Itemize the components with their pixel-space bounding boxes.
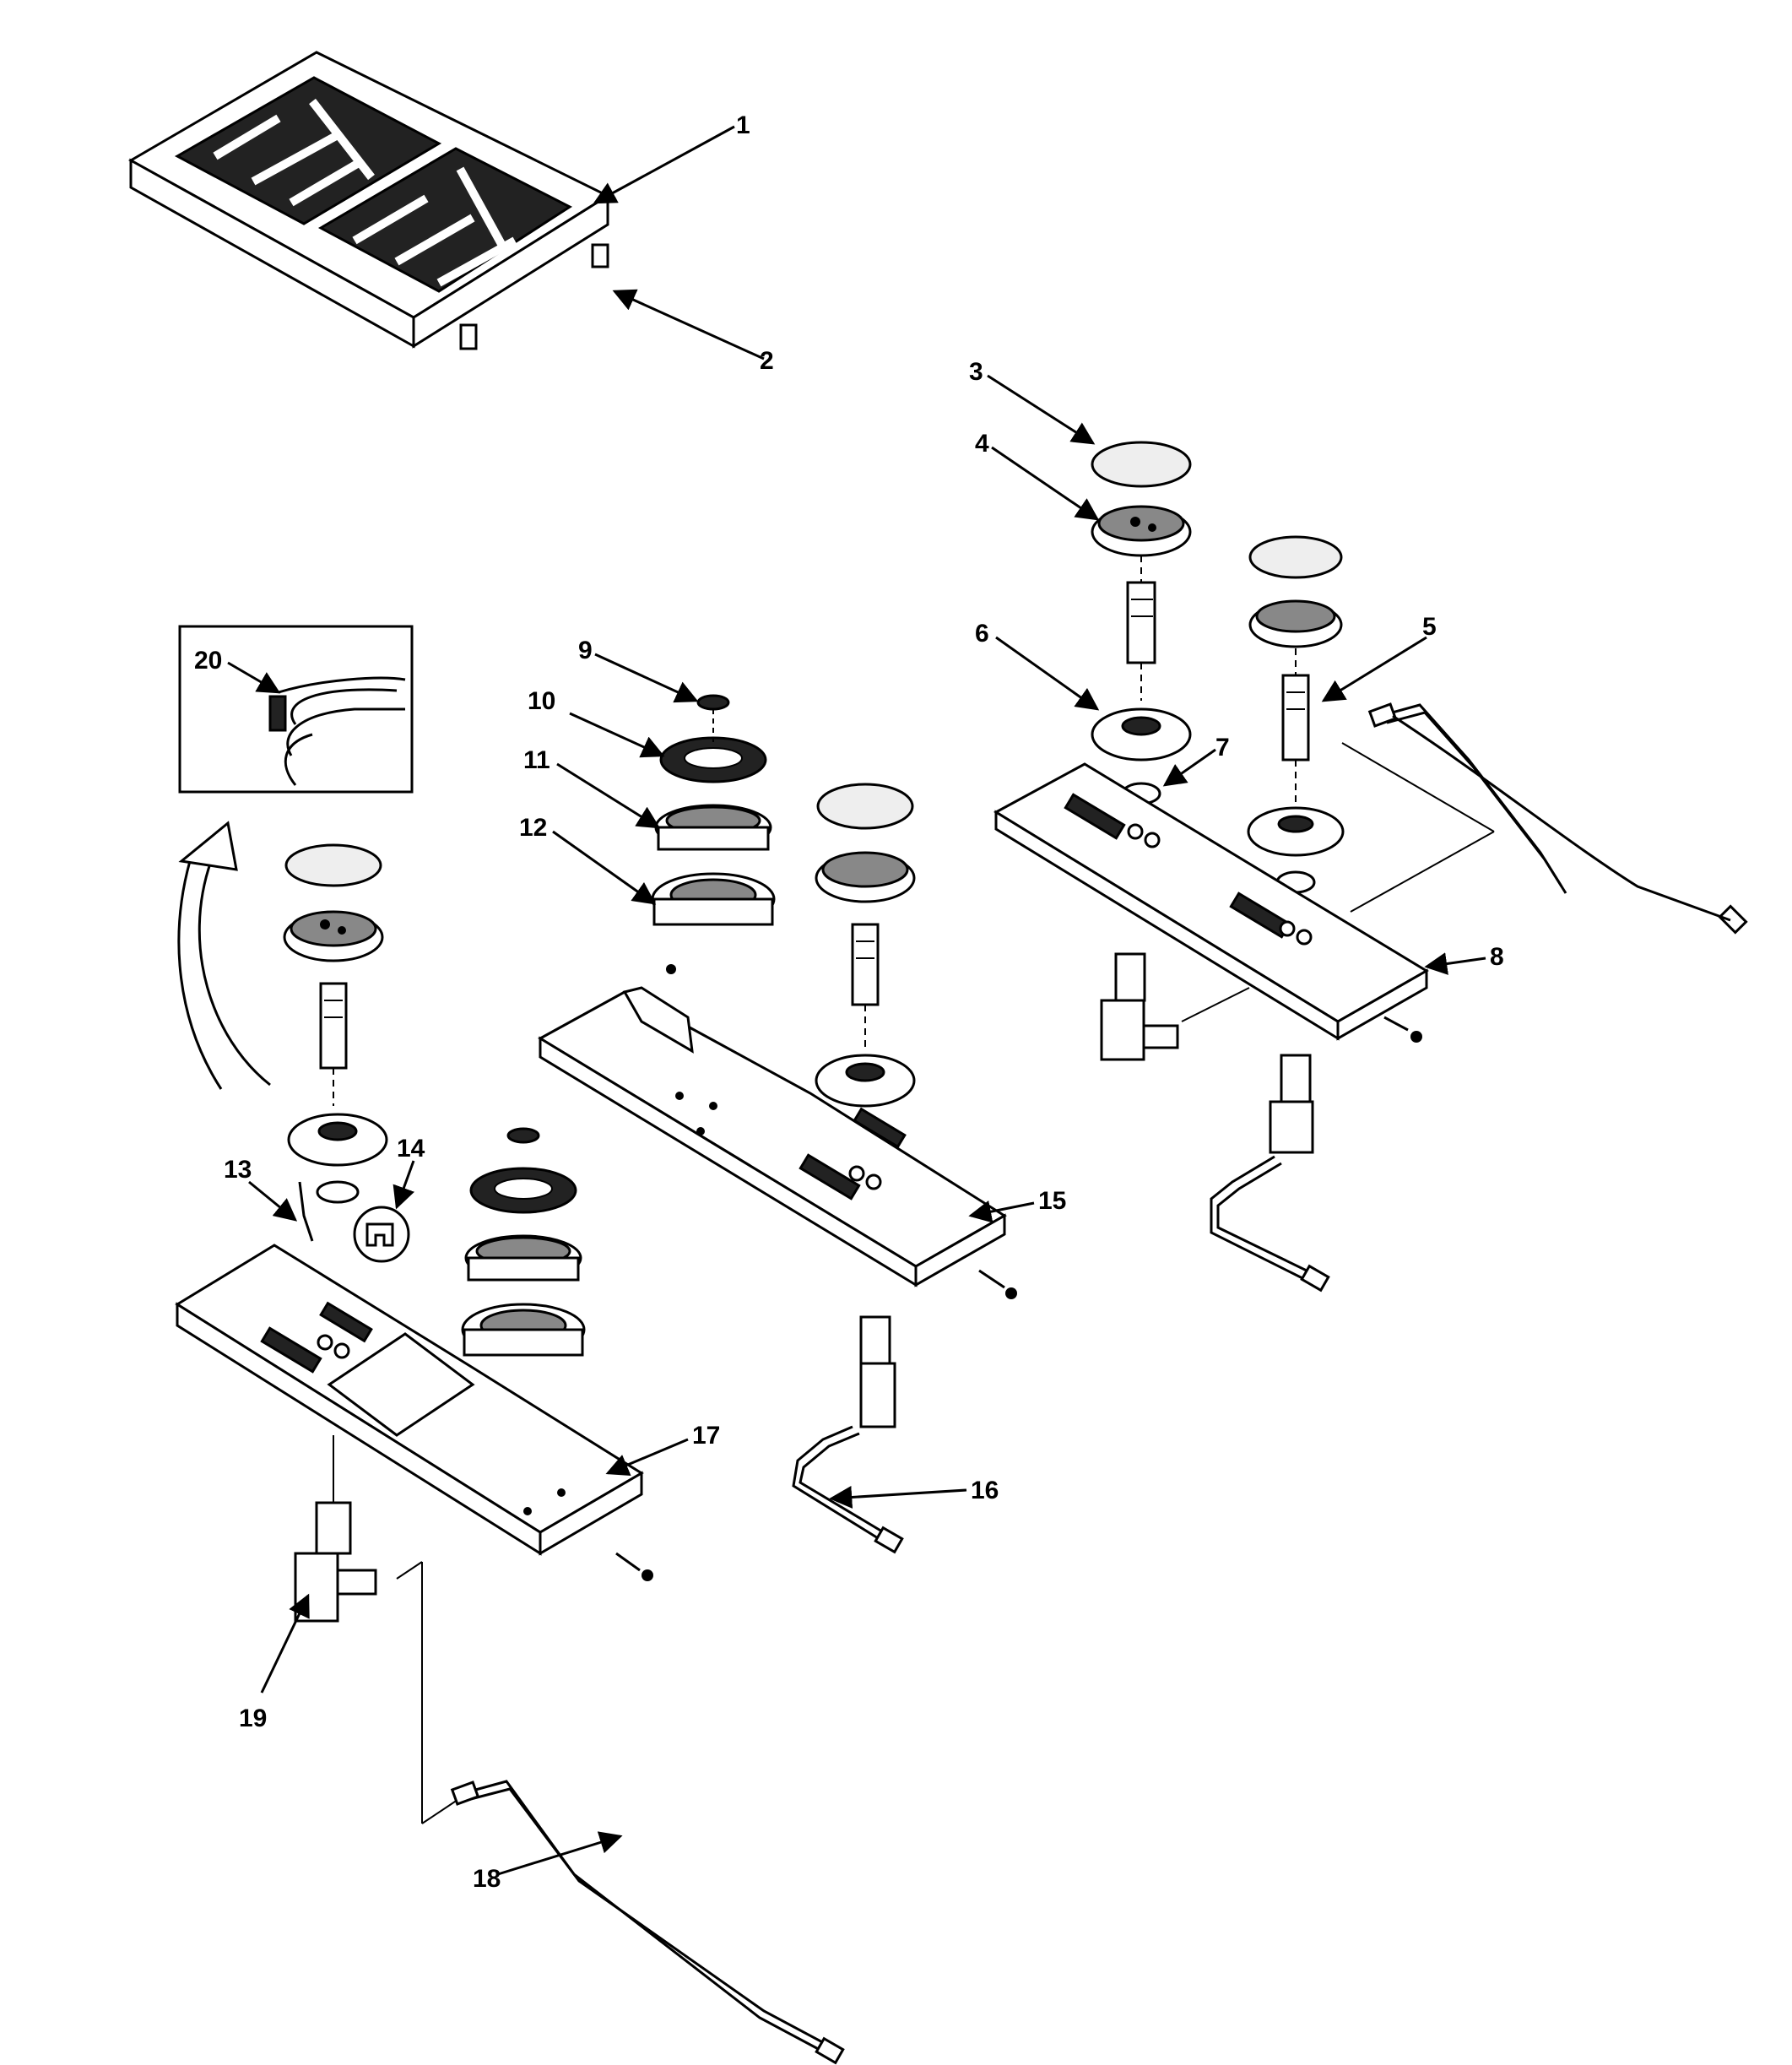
callout-leaders bbox=[227, 125, 1486, 1876]
callout-6: 6 bbox=[975, 620, 989, 648]
left-burner-assembly bbox=[175, 625, 845, 2065]
callout-19: 19 bbox=[239, 1705, 267, 1732]
callout-labels: 1 2 3 4 5 6 7 8 9 10 11 12 13 14 15 16 1… bbox=[194, 111, 1504, 1893]
callout-3: 3 bbox=[969, 358, 983, 386]
callout-16: 16 bbox=[971, 1477, 999, 1504]
callout-11: 11 bbox=[523, 746, 550, 774]
callout-8: 8 bbox=[1490, 943, 1504, 971]
callout-14: 14 bbox=[397, 1135, 425, 1163]
callout-5: 5 bbox=[1422, 613, 1437, 641]
callout-10: 10 bbox=[528, 687, 555, 715]
callout-13: 13 bbox=[224, 1156, 252, 1184]
callout-2: 2 bbox=[760, 347, 774, 375]
callout-9: 9 bbox=[578, 637, 593, 664]
callout-15: 15 bbox=[1038, 1187, 1066, 1215]
callout-7: 7 bbox=[1215, 734, 1230, 762]
callout-18: 18 bbox=[473, 1865, 501, 1893]
callout-17: 17 bbox=[692, 1422, 720, 1450]
callout-20: 20 bbox=[194, 647, 222, 675]
callout-12: 12 bbox=[519, 814, 547, 842]
middle-burner-assembly bbox=[538, 694, 1017, 1554]
right-burner-assembly bbox=[993, 441, 1748, 1293]
callout-4: 4 bbox=[975, 430, 989, 458]
cooktop-grate bbox=[127, 51, 611, 350]
callout-1: 1 bbox=[736, 111, 750, 139]
